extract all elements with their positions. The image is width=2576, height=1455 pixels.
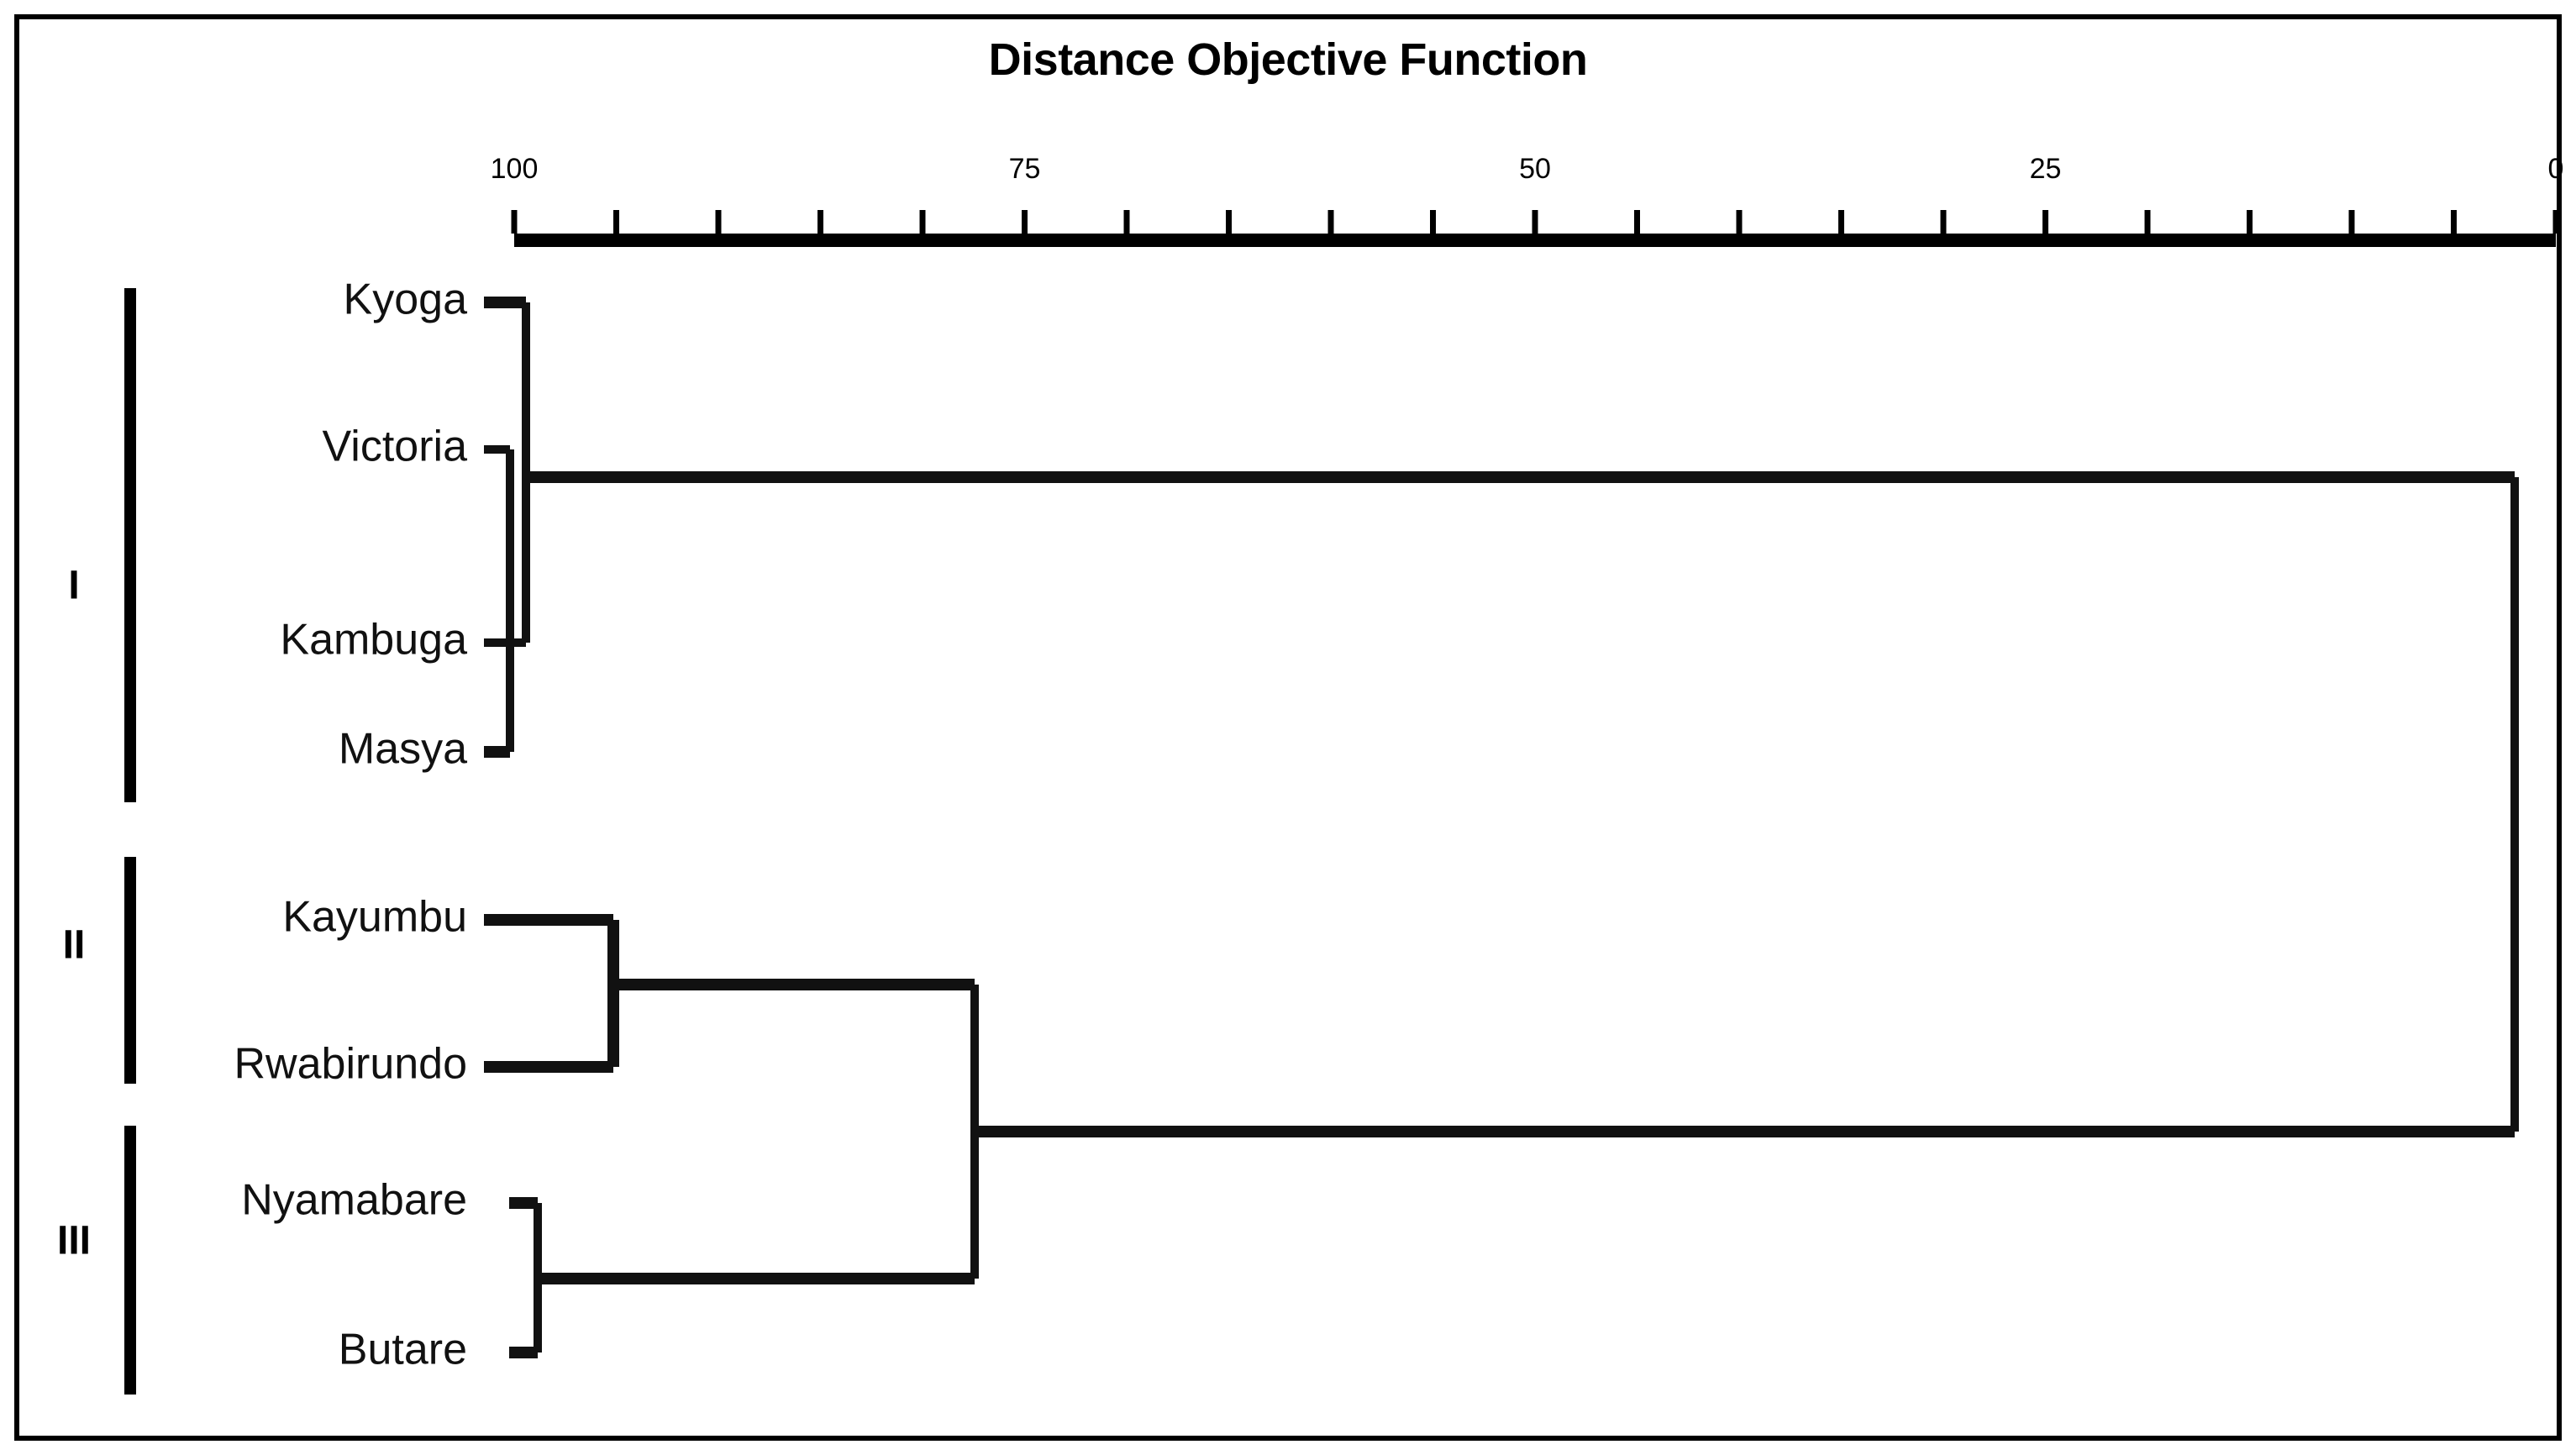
axis-tick-label: 0 (2548, 153, 2564, 185)
leaf-label: Kambuga (280, 616, 467, 664)
axis-tick-label: 25 (2030, 153, 2062, 185)
cluster-label: III (57, 1219, 91, 1263)
axis-bar (514, 234, 2556, 247)
figure-border (14, 14, 2562, 1441)
leaf-label: Victoria (323, 423, 468, 471)
axis-tick-label: 50 (1519, 153, 1551, 185)
leaf-label: Masya (339, 725, 467, 774)
dendrogram-tree (484, 297, 2519, 1358)
leaf-label: Kayumbu (282, 893, 467, 942)
cluster-label: II (63, 923, 86, 968)
leaf-labels: KyogaVictoriaKambugaMasyaKayumbuRwabirun… (234, 276, 468, 1374)
leaf-label: Kyoga (344, 276, 468, 324)
cluster-label: I (68, 564, 79, 608)
axis-tick-label: 100 (491, 153, 539, 185)
distance-axis: 100 75 50 25 0 (491, 153, 2564, 247)
page-title: Distance Objective Function (988, 34, 1588, 85)
leaf-label: Butare (339, 1326, 467, 1374)
axis-tick-label: 75 (1009, 153, 1041, 185)
leaf-label: Nyamabare (241, 1176, 467, 1225)
leaf-label: Rwabirundo (234, 1040, 468, 1089)
